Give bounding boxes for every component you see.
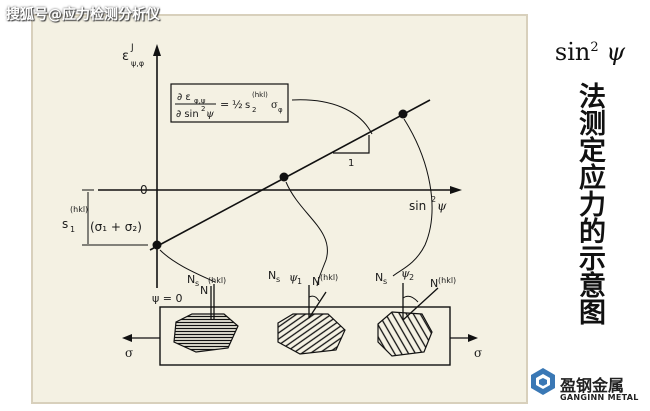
origin-label: 0 [140, 183, 148, 197]
x-axis-label-var: ψ [437, 199, 447, 213]
grain-2 [277, 313, 346, 355]
intercept-expression: (σ₁ + σ₂) [90, 220, 142, 234]
slope-s-sub: 2 [252, 106, 256, 114]
y-axis-arrow [153, 44, 161, 56]
stress-label-right: σ [474, 346, 482, 360]
slope-formula-box [170, 83, 289, 123]
slope-equals: = [220, 98, 229, 111]
grain-3-normal-n [402, 287, 439, 321]
grain-2-normal-n [308, 291, 327, 319]
data-point-3 [398, 109, 408, 119]
grain-2-psi-arc [308, 295, 320, 302]
slope-triangle-label: 1 [348, 158, 354, 169]
slope-numerator-sub: φ,ψ [194, 97, 206, 105]
logo-icon [531, 368, 555, 395]
grain-3 [377, 311, 433, 357]
x-axis-label-exp: 2 [431, 195, 436, 204]
y-axis-label-sub: ψ,φ [131, 59, 144, 68]
slope-denominator: ∂ sin [176, 109, 199, 120]
leader-point2-grain2 [285, 181, 328, 287]
grain-2-psi-sub: 1 [297, 277, 302, 286]
leader-point3-grain3 [392, 118, 433, 277]
y-axis-label: ε [122, 49, 129, 64]
logo-name-cn: 盈钢金属 [560, 376, 625, 395]
data-point-1 [152, 240, 162, 250]
slope-denominator-exp: 2 [201, 105, 205, 113]
intercept-s-sup: (hkl) [70, 205, 88, 214]
stress-arrow-left-head [122, 334, 132, 342]
intercept-s-sub: 1 [70, 225, 75, 234]
grain-2-n-label: N [312, 275, 320, 288]
grain-2-ns-sub: s [276, 275, 280, 284]
grain-3-ns-sub: s [383, 277, 387, 286]
slope-sigma-sub: φ [278, 106, 283, 114]
x-axis-arrow [450, 186, 462, 194]
intercept-s: s [62, 217, 68, 231]
slope-s: s [245, 100, 250, 111]
grain-1-ns-sub: s [195, 279, 199, 288]
grain-3-psi-sub: 2 [409, 273, 414, 282]
slope-denominator-var: ψ [206, 109, 214, 120]
watermark-text: 搜狐号@应力检测分析仪 [6, 7, 160, 23]
psi-zero-label: ψ = 0 [152, 292, 182, 305]
data-point-2 [279, 172, 289, 182]
grain-1 [173, 313, 239, 353]
slope-s-sup: (hkl) [252, 91, 268, 99]
grain-3-psi-label: ψ [401, 267, 410, 280]
slope-triangle [333, 135, 370, 154]
slope-sigma: σ [271, 100, 278, 111]
grain-1-n-label: N [200, 284, 208, 297]
vertical-title: 法测定应力的示意图 [574, 82, 605, 325]
stress-label-left: σ [125, 346, 133, 360]
strain-line [149, 99, 431, 251]
formula-title: sin2 ψ [554, 38, 626, 66]
grain-3-psi-arc [402, 295, 419, 303]
grain-2-ns-label: N [268, 269, 276, 282]
slope-numerator: ∂ ε [177, 92, 191, 103]
formula-leader [291, 99, 373, 135]
grain-3-n-label: N [430, 277, 438, 290]
grain-1-ns-label: N [187, 273, 195, 286]
leader-point1-grain1 [159, 249, 216, 283]
specimen-box [159, 306, 451, 366]
stress-arrow-right-head [468, 334, 478, 342]
grain-1-n-sup: (hkl) [208, 276, 226, 285]
grain-3-ns-label: N [375, 271, 383, 284]
grain-2-n-sup: (hkl) [320, 273, 338, 282]
logo-name-en: GANGINN METAL [560, 393, 639, 402]
x-axis-label: sin [409, 199, 426, 213]
y-axis-label-sup: J [130, 43, 134, 53]
slope-half: ½ [232, 98, 243, 111]
grain-3-n-sup: (hkl) [438, 276, 456, 285]
grain-2-psi-label: ψ [289, 271, 298, 284]
